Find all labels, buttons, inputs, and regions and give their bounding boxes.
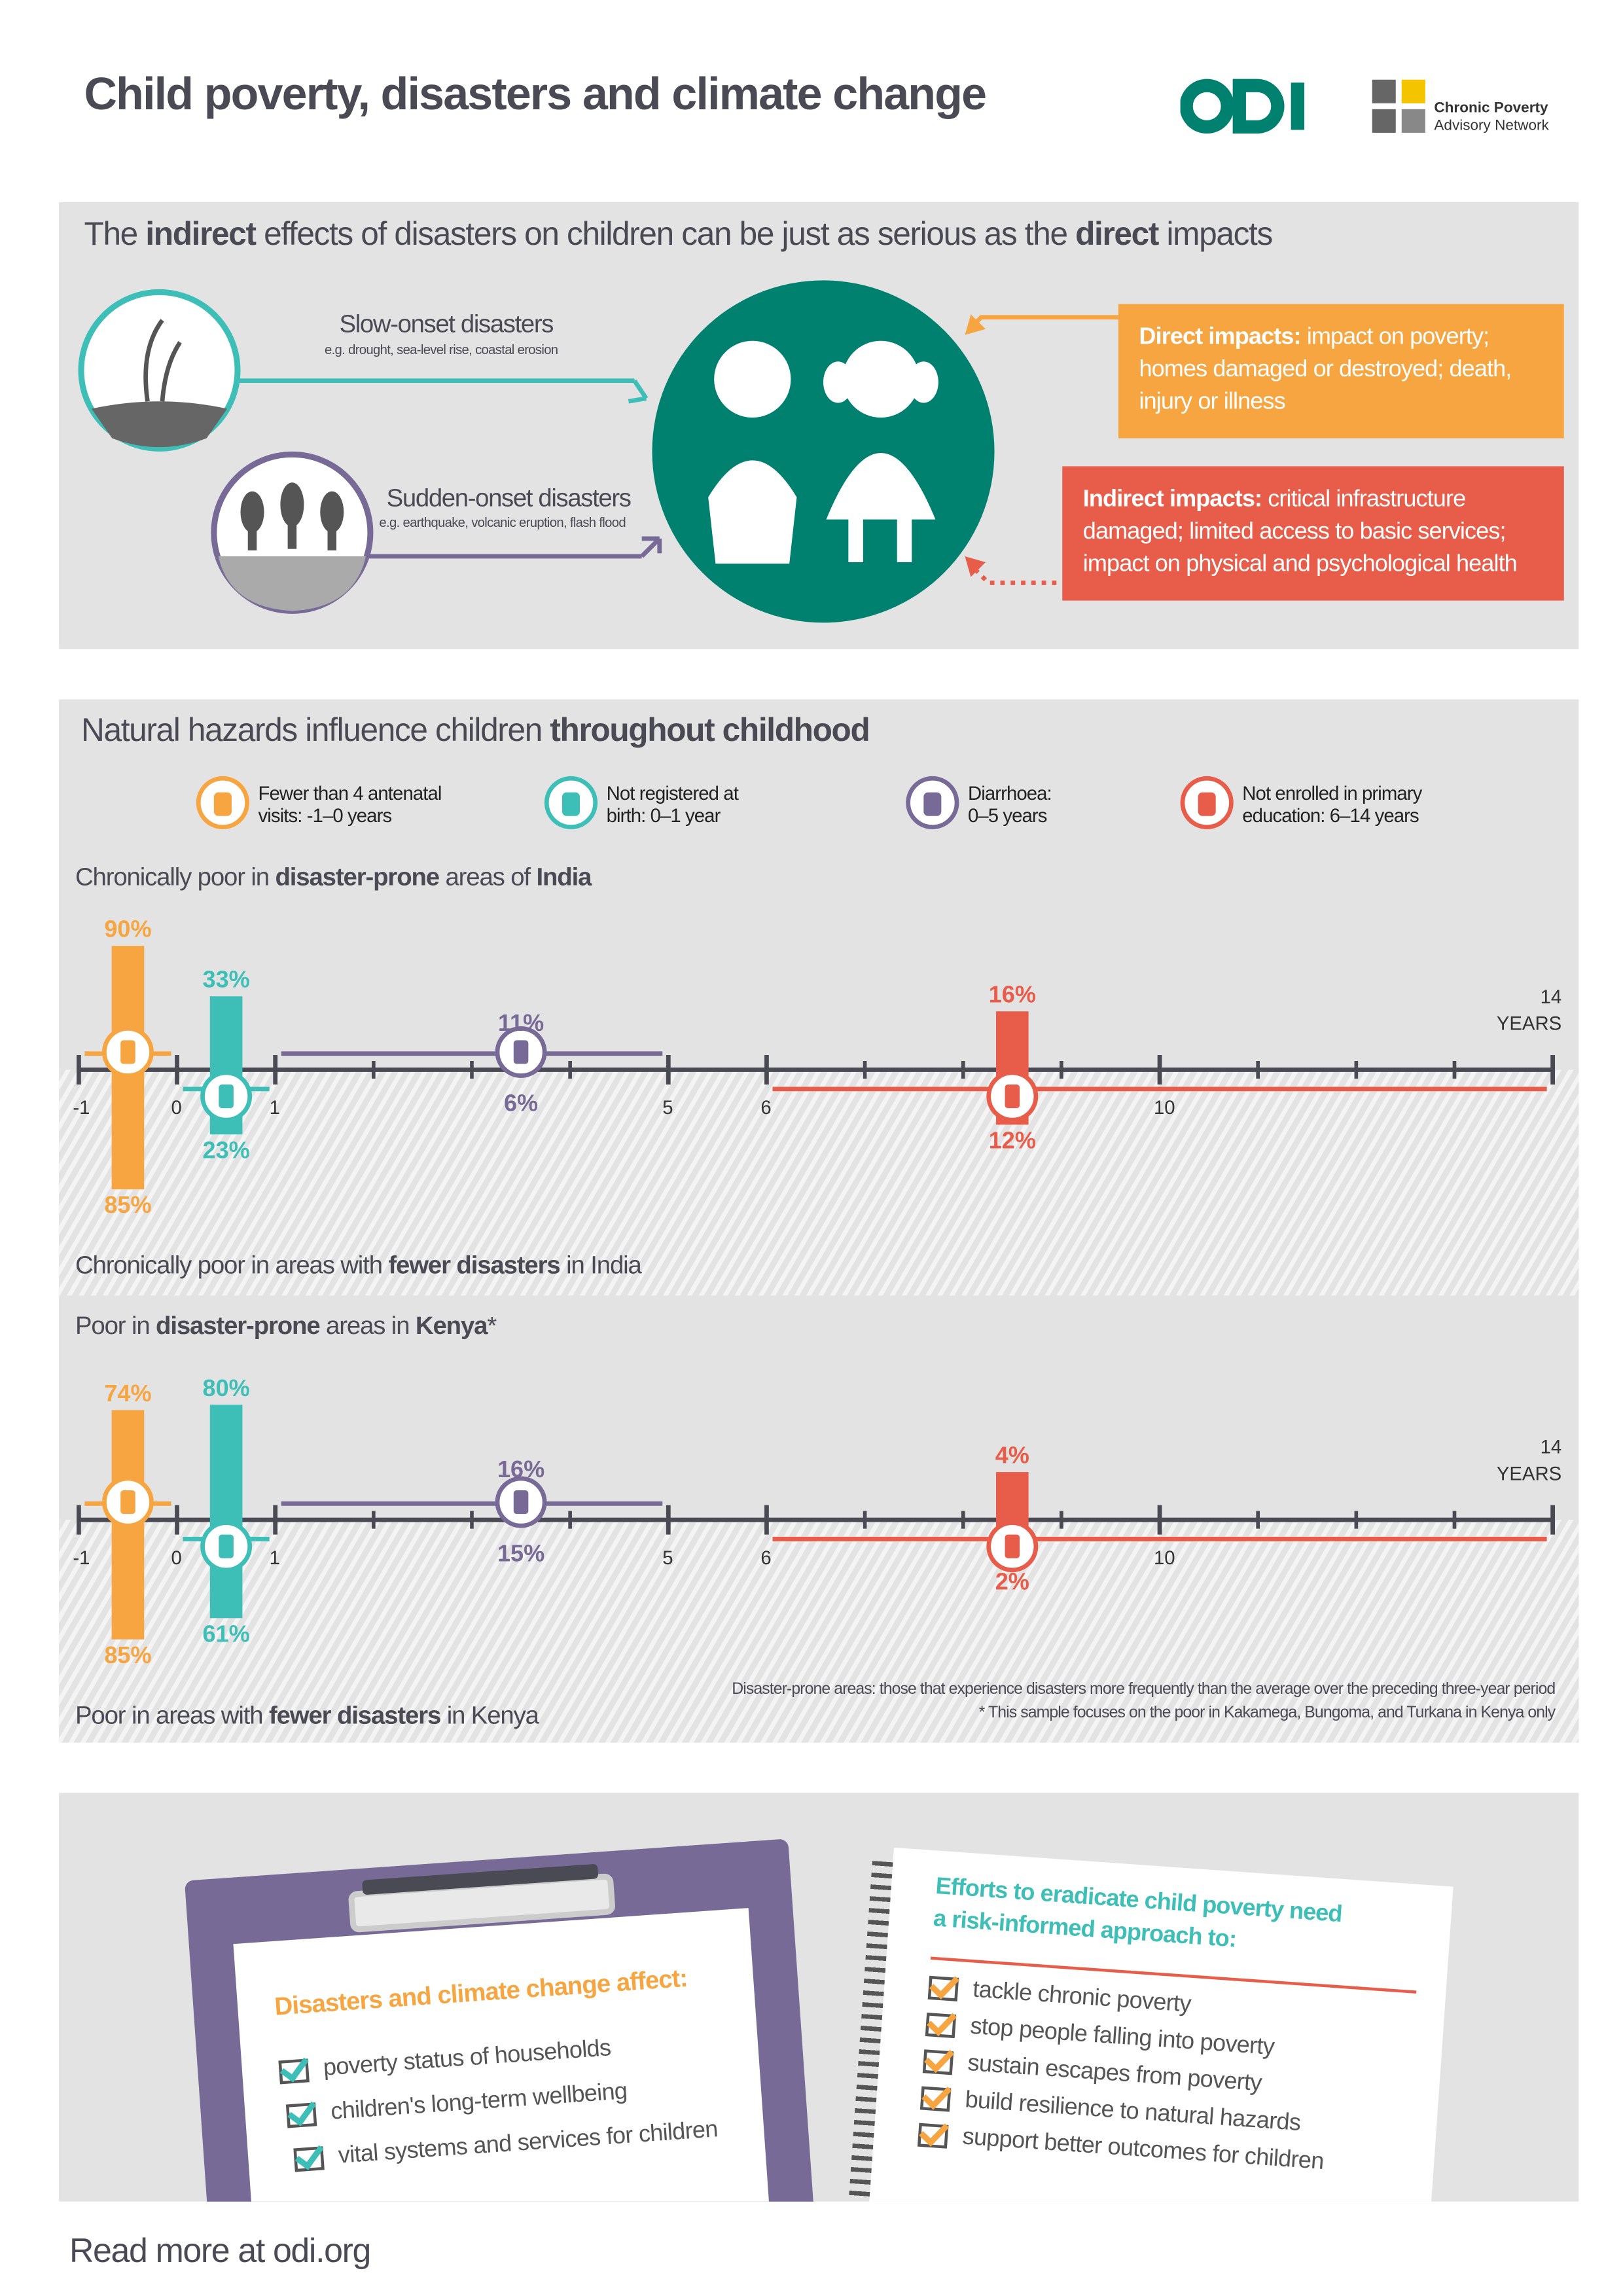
footnotes: Disaster-prone areas: those that experie… (732, 1680, 1556, 1723)
clipboard: Disasters and climate change affect: pov… (184, 1839, 819, 2202)
category-icon-glyph (219, 1534, 234, 1558)
value-label-disaster-prone: 80% (203, 1374, 250, 1401)
category-icon-glyph (513, 1040, 529, 1064)
kenya-fewer-disasters-label: Poor in areas with fewer disasters in Ke… (75, 1701, 539, 1730)
checkmark-icon (922, 2049, 954, 2075)
value-label-fewer-disasters: 85% (104, 1641, 151, 1668)
axis-unit: YEARS (1497, 1013, 1561, 1035)
direct-impacts-box: Direct impacts: impact on poverty; homes… (1118, 304, 1564, 439)
indirect-impacts-box: Indirect impacts: critical infrastructur… (1062, 466, 1564, 601)
tick-label: -1 (73, 1097, 90, 1119)
checkmark-icon (925, 2012, 957, 2038)
value-label-fewer-disasters: 15% (497, 1539, 544, 1566)
sudden-onset-examples: e.g. earthquake, volcanic eruption, flas… (379, 514, 626, 530)
checkmark-icon (919, 2085, 952, 2112)
value-label-fewer-disasters: 6% (504, 1090, 538, 1117)
drought-plant-icon (78, 289, 241, 452)
slow-onset-title: Slow-onset disasters (339, 310, 554, 338)
category-icon-glyph (1005, 1085, 1020, 1109)
category-icon-glyph (219, 1085, 234, 1109)
clipboard-item: vital systems and services for children (293, 2117, 719, 2174)
checkmark-icon (278, 2058, 310, 2084)
value-label-fewer-disasters: 23% (203, 1136, 250, 1163)
category-icon-glyph (120, 1490, 135, 1515)
clipboard-item: children's long-term wellbeing (285, 2073, 716, 2129)
slow-onset-examples: e.g. drought, sea-level rise, coastal er… (324, 342, 558, 357)
page-title: Child poverty, disasters and climate cha… (84, 67, 987, 120)
value-label-fewer-disasters: 61% (203, 1620, 250, 1647)
india-disaster-prone-label: Chronically poor in disaster-prone areas… (75, 863, 592, 891)
book-icon (1180, 776, 1234, 830)
value-label-fewer-disasters: 85% (104, 1191, 151, 1218)
value-label-disaster-prone: 16% (497, 1456, 544, 1482)
tick-label: 10 (1154, 1097, 1175, 1119)
value-label-disaster-prone: 33% (203, 966, 250, 993)
tick-label: 6 (760, 1547, 771, 1569)
tick-label: 5 (662, 1097, 673, 1119)
tick-label: 0 (171, 1547, 182, 1569)
value-label-disaster-prone: 11% (498, 1009, 544, 1036)
children-icon (652, 280, 995, 623)
tick-label: -1 (73, 1547, 90, 1569)
checkmark-icon (917, 2123, 949, 2149)
tick-label: 14 (1541, 986, 1562, 1008)
tick-label: 1 (270, 1547, 280, 1569)
section1-graphics (78, 280, 1118, 623)
toilet-icon (906, 776, 959, 830)
value-label-disaster-prone: 4% (995, 1442, 1029, 1469)
section2-heading: Natural hazards influence children throu… (80, 711, 870, 749)
section1-heading: The indirect effects of disasters on chi… (84, 215, 1274, 253)
tick-label: 0 (171, 1097, 182, 1119)
value-label-fewer-disasters: 2% (995, 1568, 1029, 1595)
axis-unit: YEARS (1497, 1463, 1561, 1484)
tick-label: 1 (270, 1097, 280, 1119)
value-label-disaster-prone: 16% (989, 981, 1036, 1008)
sudden-onset-title: Sudden-onset disasters (386, 484, 632, 512)
category-icon-glyph (1005, 1534, 1020, 1558)
category-icon-glyph (513, 1490, 529, 1515)
tick-label: 6 (760, 1097, 771, 1119)
pregnant-woman-icon (196, 776, 250, 830)
tick-label: 10 (1154, 1547, 1175, 1569)
category-icon-glyph (120, 1040, 135, 1064)
takeaways-panel: Disasters and climate change affect: pov… (59, 1793, 1579, 2202)
kenya-disaster-prone-label: Poor in disaster-prone areas in Kenya* (75, 1312, 497, 1340)
value-label-fewer-disasters: 12% (989, 1126, 1036, 1153)
tick-label: 14 (1541, 1437, 1562, 1458)
birth-certificate-icon (544, 776, 598, 830)
tick-label: 5 (662, 1547, 673, 1569)
bar (209, 1405, 243, 1619)
crops-flood-icon (211, 451, 374, 614)
india-fewer-disasters-label: Chronically poor in areas with fewer dis… (75, 1251, 642, 1280)
read-more-link[interactable]: Read more at odi.org (69, 2231, 371, 2270)
value-label-disaster-prone: 90% (104, 916, 151, 942)
checkmark-icon (285, 2102, 317, 2128)
checkmark-icon (927, 1975, 959, 2001)
checkmark-icon (293, 2145, 325, 2172)
odi-logo (1180, 79, 1304, 134)
value-label-disaster-prone: 74% (104, 1380, 151, 1407)
